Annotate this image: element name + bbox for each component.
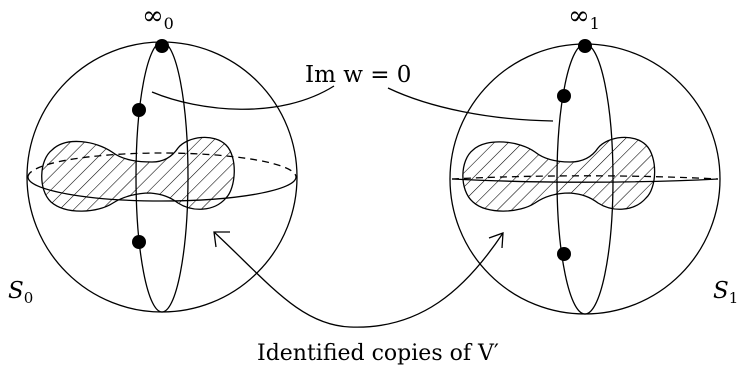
identification-arrowhead-right xyxy=(488,232,504,249)
im-w-connector-right xyxy=(387,87,554,122)
sphere-s0-point-lower xyxy=(132,235,146,249)
identification-arrowhead-left xyxy=(213,231,230,248)
label-infinity-0: ∞0 xyxy=(142,1,174,33)
sphere-s0-hatched-region xyxy=(41,136,235,212)
sphere-s1 xyxy=(449,39,721,315)
sphere-s1-point-infinity xyxy=(578,39,592,53)
sphere-s0 xyxy=(26,39,298,313)
label-s0: S0 xyxy=(8,278,33,307)
label-infinity-1: ∞1 xyxy=(568,1,600,33)
identification-arrow xyxy=(213,231,504,328)
im-w-connector-left xyxy=(151,85,335,110)
caption: Identified copies of V′ xyxy=(257,341,499,366)
sphere-s0-point-infinity xyxy=(155,39,169,53)
sphere-s1-hatched-region xyxy=(462,136,656,212)
sphere-s1-point-upper xyxy=(557,89,571,103)
sphere-s1-point-lower xyxy=(557,247,571,261)
label-im-w: Im w = 0 xyxy=(305,62,411,88)
label-s1: S1 xyxy=(713,278,738,307)
sphere-s0-point-upper xyxy=(132,103,146,117)
